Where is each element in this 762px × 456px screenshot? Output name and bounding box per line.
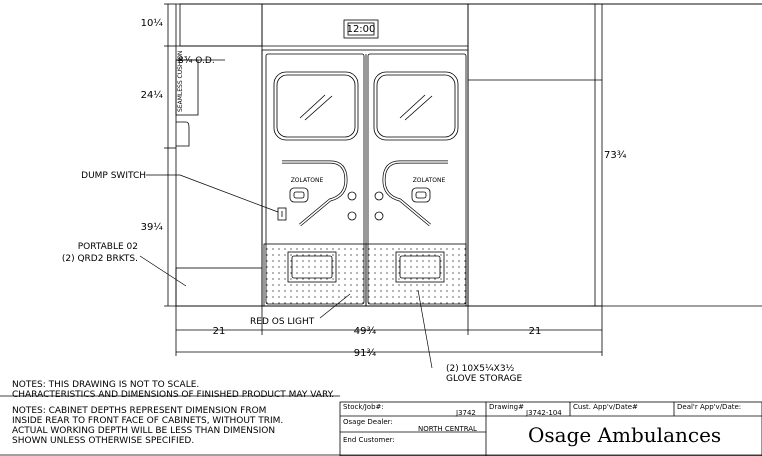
stock-label: Stock/Job#: [343,403,384,411]
note-line-5: ACTUAL WORKING DEPTH WILL BE LESS THAN D… [12,426,276,436]
dealer-appv-label: Deal'r App'v/Date: [677,403,742,411]
upper-left-cabinet [179,3,263,47]
door-brand-left: ZOLATONE [291,177,324,184]
cust-appv-label: Cust. App'v/Date# [573,403,638,411]
note-line-2: CHARACTERISTICS AND DIMENSIONS OF FINISH… [12,390,335,400]
title-block [339,401,762,456]
dealer-label: Osage Dealer: [343,418,393,426]
dim-upper-left: 24¼ [141,89,164,101]
label-qrd2: (2) QRD2 BRKTS. [62,254,138,264]
company-name: Osage Ambulances [528,423,722,447]
dim-total-width: 91¾ [354,348,377,359]
label-od: 8¾ O.D. [178,56,215,66]
drawing-value: J3742-104 [526,409,562,417]
note-line-4: INSIDE REAR TO FRONT FACE OF CABINETS, W… [12,416,284,426]
clock-box [343,19,379,39]
label-portable-o2: PORTABLE 02 [78,242,138,252]
dim-lower-left: 39¼ [141,221,164,233]
dim-center-width: 49¾ [354,326,377,337]
note-line-1: NOTES: THIS DRAWING IS NOT TO SCALE. [12,380,200,390]
label-glove-storage-1: (2) 10X5¼X3½ [446,364,515,374]
portable-o2-box [175,267,263,307]
dim-left-width: 21 [213,326,226,337]
dim-top-left: 10¼ [141,17,164,29]
right-door-window [373,71,459,141]
dim-right-height: 73¾ [604,150,627,161]
label-glove-storage-2: GLOVE STORAGE [446,374,522,384]
left-door-window [273,71,359,141]
glove-storage-panel [263,243,467,307]
dealer-value: NORTH CENTRAL [418,425,477,433]
label-dump-switch: DUMP SWITCH [81,171,146,181]
stock-value: J3742 [456,409,476,417]
note-line-3: NOTES: CABINET DEPTHS REPRESENT DIMENSIO… [12,406,267,416]
dump-switch [277,207,287,221]
dim-right-width: 21 [529,326,542,337]
clock-text: 12:00 [347,24,376,35]
door-brand-right: ZOLATONE [413,177,446,184]
drawing-label: Drawing# [489,403,524,411]
end-customer-label: End Customer: [343,436,395,444]
right-cabinet [467,3,603,307]
label-red-os-light: RED OS LIGHT [250,317,315,327]
label-seamless-cushion: SEAMLESS CUSHION [177,51,184,112]
note-line-6: SHOWN UNLESS OTHERWISE SPECIFIED. [12,436,195,446]
